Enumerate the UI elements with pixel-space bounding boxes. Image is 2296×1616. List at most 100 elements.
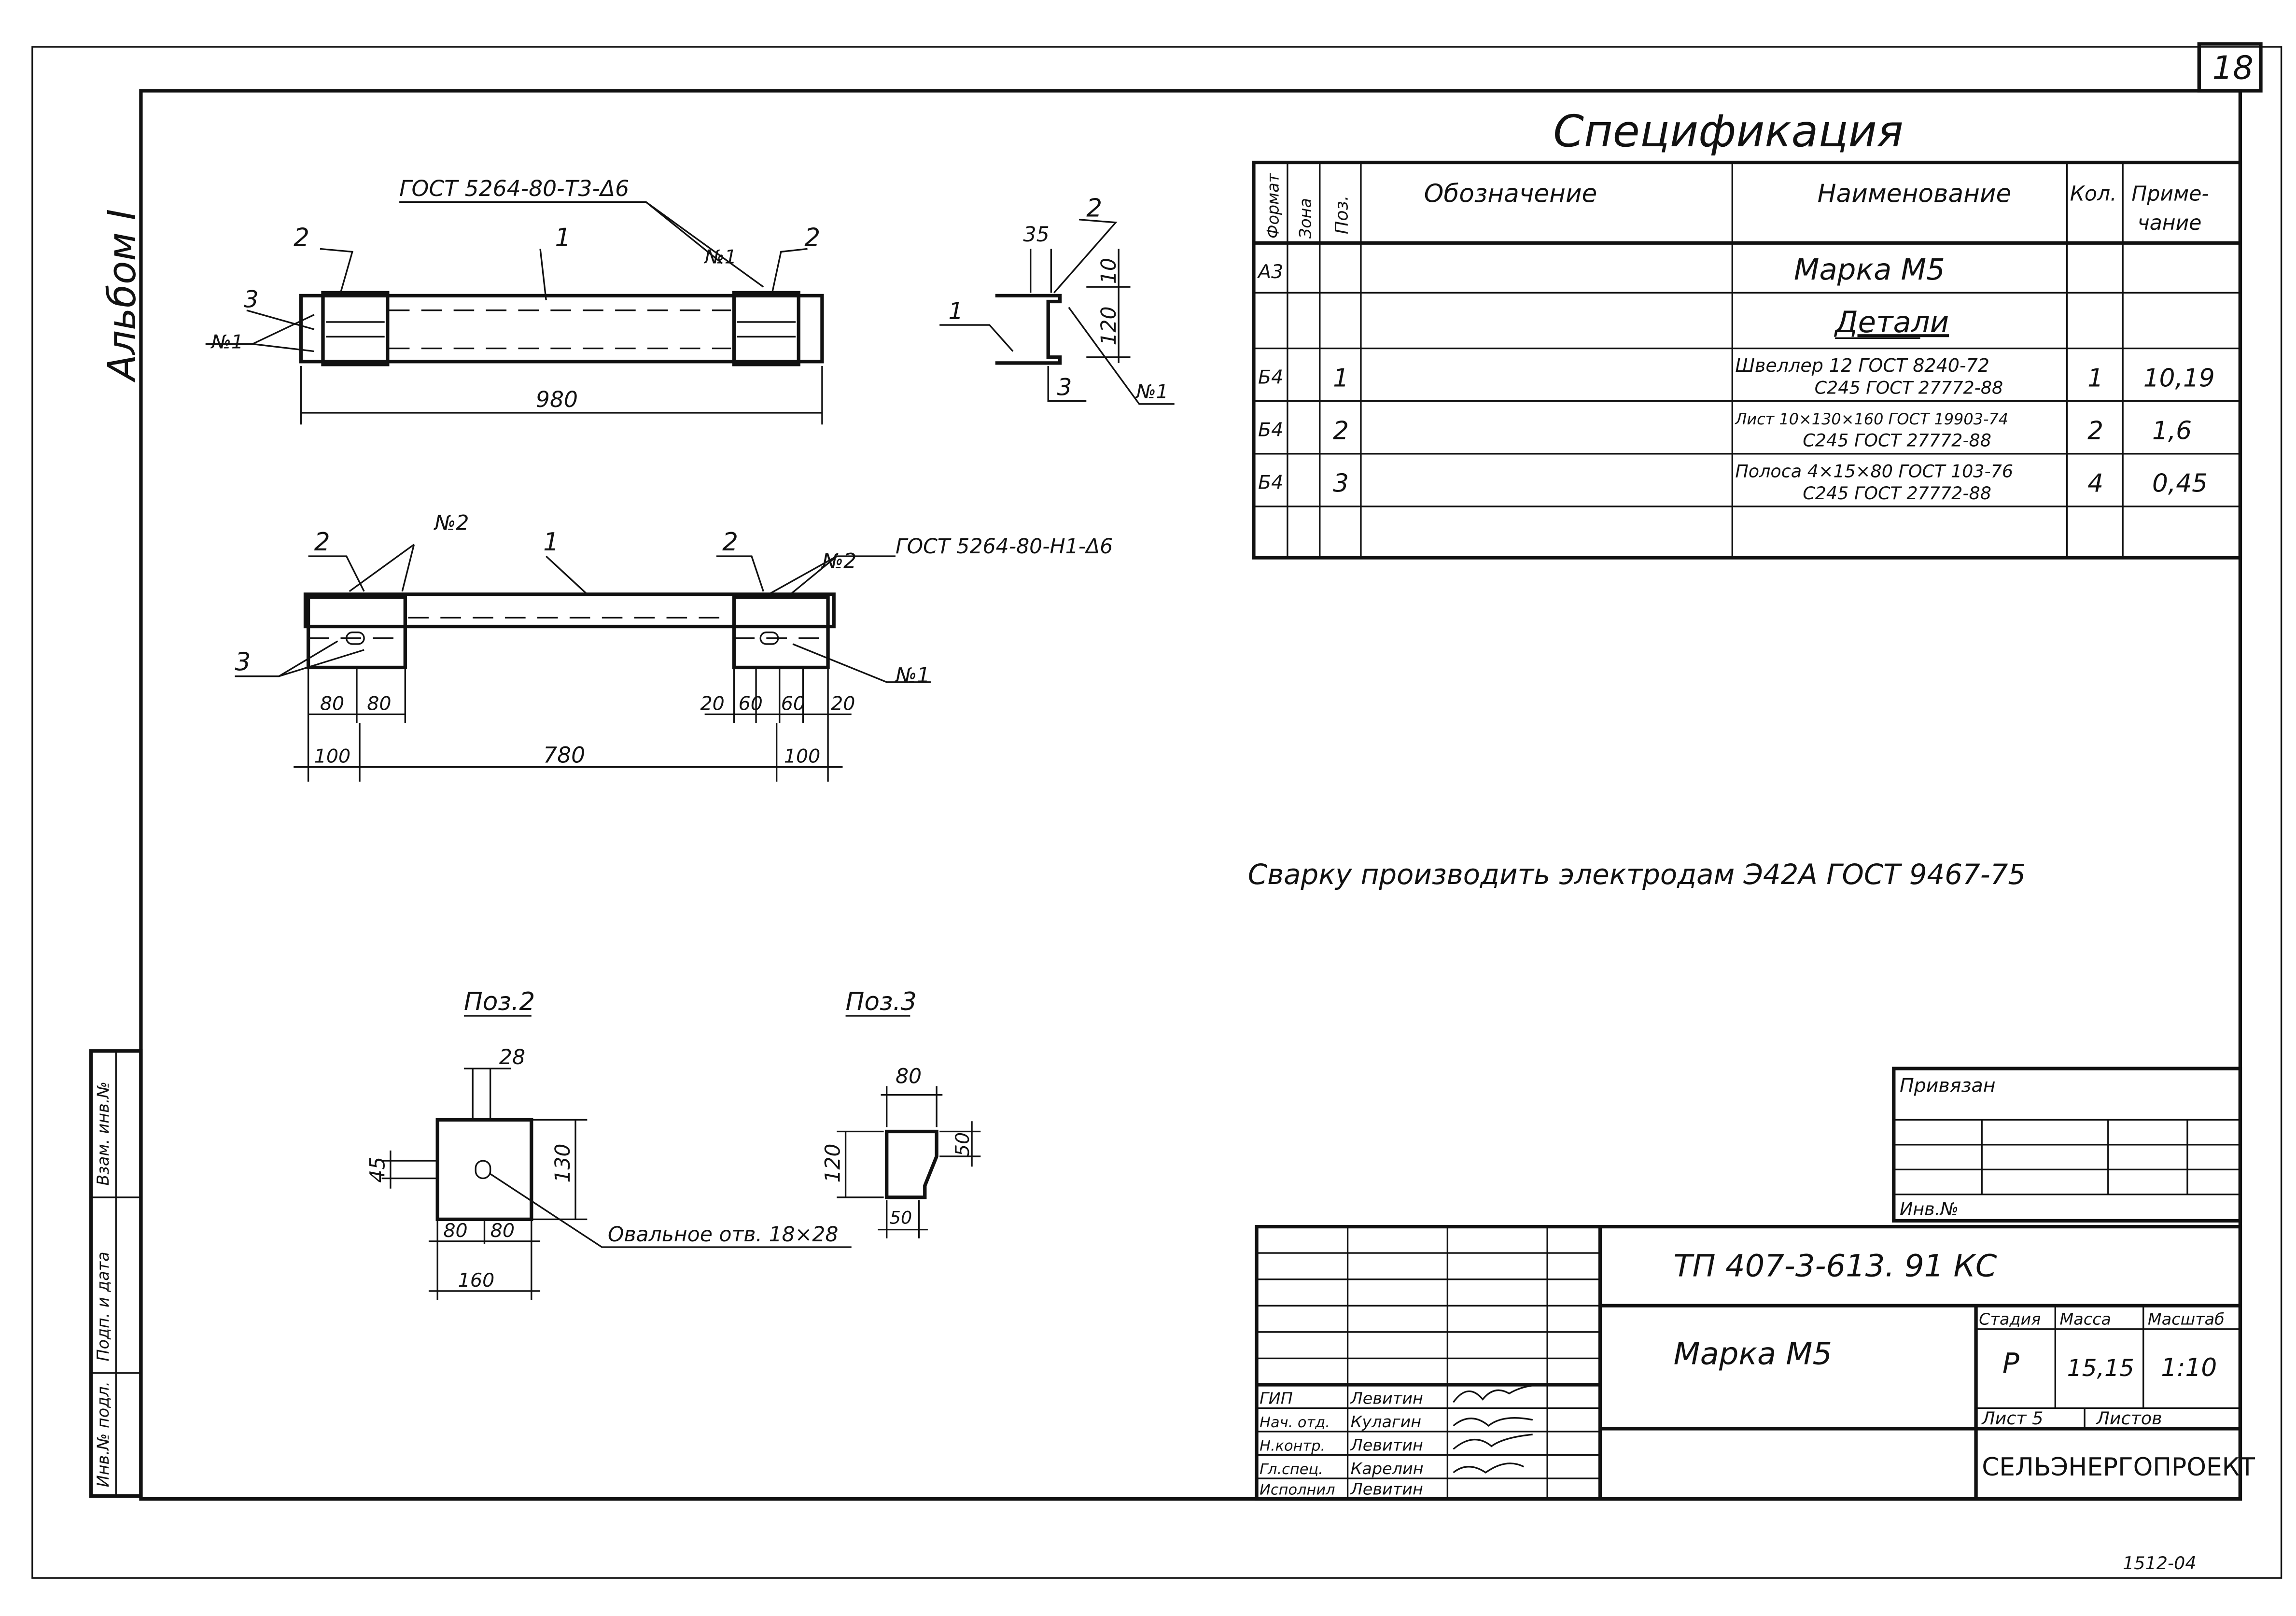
front-weld-ref: ГОСТ 5264-80-Н1-Δ6 [896, 535, 1113, 559]
callout-1-front: 1 [543, 528, 559, 557]
spec-row-name-2: С245 ГОСТ 27772-88 [1803, 483, 1991, 504]
dim-120-section: 120 [1097, 306, 1121, 345]
pos2-dim-130: 130 [551, 1144, 575, 1183]
spec-header-note-2: чание [2138, 211, 2202, 235]
spec-row-name-2: С245 ГОСТ 27772-88 [1815, 378, 2003, 398]
title-mass: 15,15 [2067, 1355, 2134, 1382]
callout-2-front-left: 2 [314, 528, 330, 557]
plate-front-right [732, 595, 830, 670]
outer-frame [31, 46, 2282, 1579]
dim-780: 780 [543, 743, 585, 768]
dim-80a: 80 [320, 692, 344, 715]
pos3-dim-50: 50 [952, 1132, 974, 1156]
spec-row-format: Б4 [1258, 472, 1283, 494]
top-view [205, 201, 824, 425]
spec-header-name: Наименование [1818, 179, 2012, 208]
title-scale: 1:10 [2161, 1353, 2217, 1382]
callout-1-section: 1 [948, 298, 963, 325]
callout-2-front-right: 2 [722, 528, 738, 557]
inner-frame [139, 89, 2242, 1501]
spec-row-qty: 1 [2087, 364, 2103, 393]
sheet-number: 18 [2212, 49, 2254, 87]
pos2-hole-note: Овальное отв. 18×28 [608, 1223, 839, 1247]
spec-row-qty: 4 [2087, 469, 2103, 498]
plate-right [732, 291, 800, 366]
dim-20b: 20 [831, 692, 855, 715]
spec-table [1252, 160, 2242, 560]
stamp-inv-podl: Инв.№ подл. [94, 1381, 112, 1487]
title-block [1255, 1224, 2242, 1501]
pos3-title: Поз.3 [846, 987, 917, 1016]
binding-inv-label: Инв.№ [1900, 1198, 1959, 1219]
dim-10: 10 [1097, 258, 1121, 284]
dim-35: 35 [1023, 223, 1050, 247]
pos2-title: Поз.2 [464, 987, 535, 1016]
channel-front [303, 592, 836, 629]
signer-role: Гл.спец. [1260, 1461, 1323, 1478]
spec-row-name-2: С245 ГОСТ 27772-88 [1803, 430, 1991, 451]
spec-row-format: Б4 [1258, 419, 1283, 441]
spec-row-note: 0,45 [2152, 469, 2208, 498]
dim-100b: 100 [784, 745, 820, 768]
signer-name: Кулагин [1351, 1412, 1422, 1431]
dim-60a: 60 [739, 692, 763, 715]
side-stamp: Взам. инв.№ Подп. и дата Инв.№ подл. [89, 1049, 143, 1498]
pos3-dim-50b: 50 [890, 1208, 912, 1228]
title-stage: Р [2002, 1347, 2019, 1380]
spec-row-note: 10,19 [2143, 364, 2215, 393]
section-view [939, 219, 1175, 405]
spec-row-section: Детали [1834, 306, 1949, 339]
title-mass-label: Масса [2059, 1310, 2111, 1329]
signatures [1453, 1384, 1545, 1474]
sheet-number-box [2197, 42, 2263, 93]
weld-n1-front: №1 [895, 664, 930, 688]
callout-2-left: 2 [294, 223, 309, 252]
spec-row-format: Б4 [1258, 366, 1283, 388]
pos2-drawing [381, 1068, 852, 1300]
dim-100: 100 [314, 745, 350, 768]
weld-n2-front-left: №2 [434, 512, 469, 535]
callout-1: 1 [555, 223, 571, 252]
pos2-dim-28: 28 [499, 1046, 525, 1069]
signer-name: Левитин [1350, 1435, 1423, 1454]
spec-header-note-1: Приме- [2131, 182, 2209, 206]
spec-row-name: Полоса 4×15×80 ГОСТ 103-76 [1735, 461, 2013, 481]
pos2-dim-80a: 80 [443, 1220, 467, 1242]
spec-header-qty: Кол. [2070, 182, 2117, 206]
title-scale-label: Масштаб [2148, 1310, 2225, 1329]
pos3-dim-80: 80 [896, 1065, 922, 1089]
pos2-dim-45: 45 [366, 1157, 390, 1183]
spec-header-zone: Зона [1296, 198, 1315, 239]
callout-3-section: 3 [1057, 374, 1072, 401]
callout-3-front: 3 [235, 648, 251, 677]
weld-n1-left: №1 [210, 331, 243, 353]
dim-980: 980 [536, 387, 578, 412]
album-label: Альбом I [100, 209, 144, 383]
title-name: Марка М5 [1674, 1336, 1832, 1372]
callout-3-top: 3 [244, 286, 259, 313]
spec-row-name: Швеллер 12 ГОСТ 8240-72 [1735, 355, 1989, 376]
binding-label: Привязан [1900, 1075, 1996, 1097]
spec-row-name: Марка М5 [1794, 253, 1945, 287]
plate-left [321, 291, 390, 366]
spec-row-pos: 2 [1333, 417, 1349, 446]
callout-2-right: 2 [804, 223, 820, 252]
dim-20: 20 [700, 692, 725, 715]
spec-header-pos: Поз. [1331, 196, 1352, 235]
spec-row-format: А3 [1257, 261, 1283, 283]
spec-row-qty: 2 [2087, 417, 2103, 446]
dim-80b: 80 [367, 692, 391, 715]
spec-header-designation: Обозначение [1424, 179, 1597, 208]
dim-60b: 60 [781, 692, 805, 715]
pos2-dim-80b: 80 [490, 1220, 515, 1242]
channel-outline [299, 294, 824, 364]
weld-note: Сварку производить электродам Э42А ГОСТ … [1248, 858, 2026, 891]
signer-role: Нач. отд. [1260, 1414, 1330, 1431]
spec-row-pos: 1 [1333, 364, 1349, 393]
callout-2-section: 2 [1086, 194, 1102, 223]
weld-n2-front-right: №2 [821, 549, 856, 573]
top-weld-ref: ГОСТ 5264-80-Т3-Δ6 [399, 176, 629, 201]
signer-role: Н.контр. [1260, 1437, 1325, 1454]
spec-title: Спецификация [1553, 106, 1903, 157]
